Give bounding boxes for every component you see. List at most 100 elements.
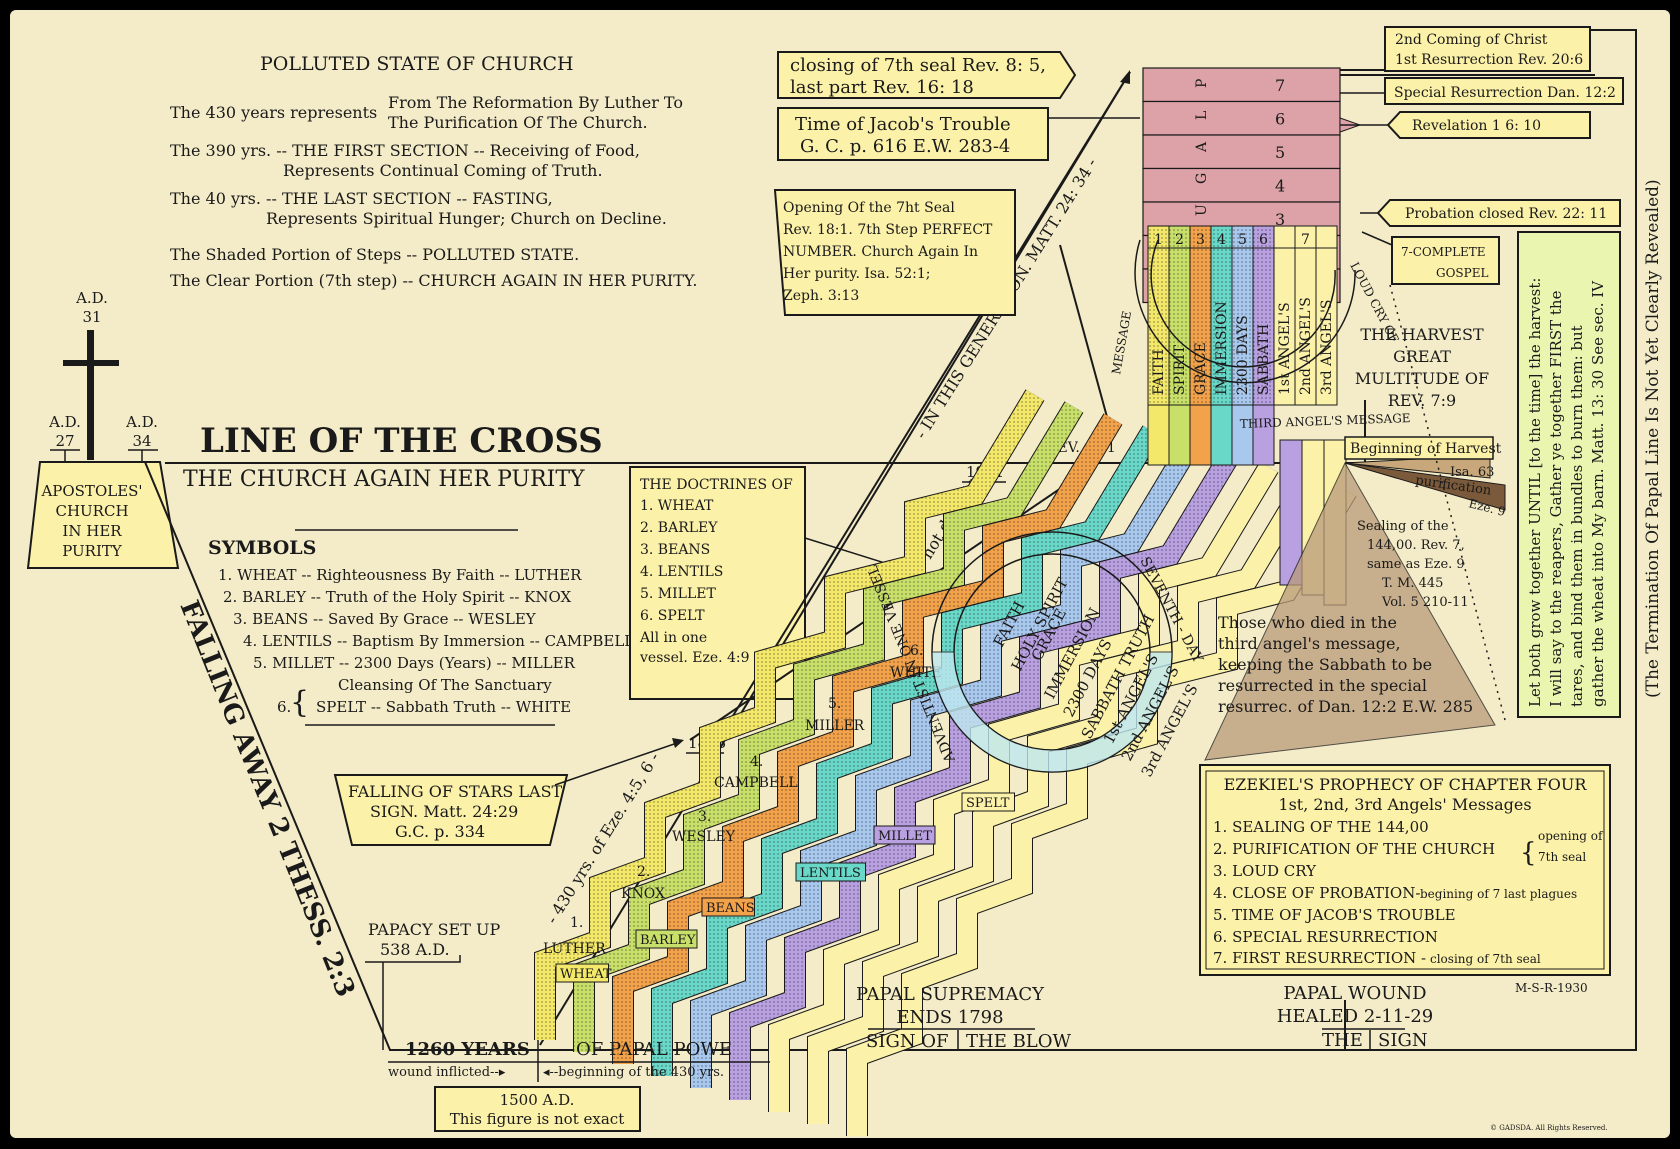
- polluted-line: The 390 yrs. -- THE FIRST SECTION -- Rec…: [170, 141, 640, 160]
- symbol-item: 5. MILLET -- 2300 Days (Years) -- MILLER: [253, 654, 576, 672]
- sealing-line: Sealing of the: [1357, 519, 1449, 534]
- doctrines-heading: THE DOCTRINES OF: [640, 477, 793, 493]
- plague-number: 6: [1275, 109, 1285, 128]
- opening-line: Opening Of the 7ht Seal: [783, 200, 955, 216]
- quote-line: Let both grow together UNTIL [to the tim…: [1526, 278, 1544, 707]
- closing-note: closing of 7th seal: [1430, 952, 1541, 966]
- column-label: 2nd ANGEL'S: [1298, 297, 1314, 395]
- line-of-cross: LINE OF THE CROSS THE CHURCH AGAIN HER P…: [165, 421, 1365, 492]
- not-exact: This figure is not exact: [450, 1110, 624, 1128]
- second-coming-box: 2nd Coming of Christ 1st Resurrection Re…: [1384, 26, 1591, 72]
- line-cross-title: LINE OF THE CROSS: [200, 421, 603, 461]
- step-labels: 1. LUTHER 2. KNOX 3. WESLEY 4. CAMPBELL …: [543, 643, 942, 957]
- plague-letter: P: [1194, 79, 1210, 88]
- the-label: THE: [1322, 1030, 1363, 1051]
- wound-inflicted: wound inflicted--▸: [388, 1065, 506, 1080]
- msr-label: M-S-R-1930: [1515, 981, 1588, 995]
- harvest-line: MULTITUDE OF: [1355, 369, 1489, 388]
- seal-line: last part Rev. 16: 18: [790, 77, 974, 98]
- stair-band: [847, 485, 1356, 1136]
- plague-number: 5: [1275, 143, 1285, 162]
- ezekiel-item: 2. PURIFICATION OF THE CHURCH: [1213, 840, 1495, 858]
- seven-complete-line: 7-COMPLETE: [1401, 245, 1486, 259]
- ezekiel-item: 5. TIME OF JACOB'S TROUBLE: [1213, 906, 1456, 924]
- ezekiel-item: 4. CLOSE OF PROBATION-: [1213, 884, 1420, 902]
- those-died-text: Those who died in the third angel's mess…: [1218, 613, 1473, 716]
- stair-label-bg: [795, 862, 866, 882]
- column-number: 1: [1154, 232, 1163, 248]
- column-extension: [1252, 404, 1275, 466]
- stair-label: BEANS: [706, 901, 755, 916]
- plague-letter: G: [1194, 173, 1210, 184]
- plague-number: 7: [1275, 76, 1285, 95]
- seal7-note: 7th seal: [1538, 850, 1586, 864]
- doctrine-line: vessel. Eze. 4:9: [639, 650, 750, 666]
- polluted-line: Represents Continual Coming of Truth.: [283, 161, 603, 180]
- seven-complete-box: 7-COMPLETE GOSPEL: [1361, 231, 1500, 285]
- third-angels-label: THIRD ANGEL'S MESSAGE: [1240, 411, 1411, 431]
- polluted-state-section: POLLUTED STATE OF CHURCH The 430 years r…: [170, 53, 698, 290]
- the-blow: THE BLOW: [966, 1031, 1072, 1052]
- stair-label-bg: [635, 929, 698, 949]
- column-number: 2: [1175, 232, 1184, 248]
- plague-letter: U: [1194, 204, 1210, 216]
- step-number: 4.: [750, 754, 763, 770]
- column-label: SABBATH: [1256, 324, 1272, 395]
- plague-row: [1142, 167, 1341, 203]
- doctrine-item: 5. MILLET: [640, 586, 716, 602]
- copyright: © GADSDA. All Rights Reserved.: [1490, 1124, 1608, 1132]
- ezekiel-item: 7. FIRST RESURRECTION -: [1213, 949, 1426, 967]
- stair-band-shading: [574, 401, 1083, 1052]
- probation-box: Probation closed Rev. 22: 11: [1360, 199, 1621, 227]
- column-extension: [1168, 404, 1191, 466]
- jacob-line: G. C. p. 616 E.W. 283-4: [800, 136, 1010, 157]
- apostles-line: CHURCH: [55, 502, 128, 520]
- shading: [1232, 226, 1253, 405]
- beginning-harvest: Beginning of Harvest: [1350, 441, 1502, 457]
- symbols-section: SYMBOLS 1. WHEAT -- Righteousness By Fai…: [208, 529, 634, 726]
- apostles-line: APOSTOLES': [40, 482, 142, 500]
- stair-label-bg: [873, 825, 936, 845]
- died-line: third angel's message,: [1218, 634, 1401, 653]
- special-res-line: Special Resurrection Dan. 12:2: [1394, 85, 1616, 101]
- column-extension: [1231, 404, 1254, 466]
- doctrine-item: 3. BEANS: [640, 542, 710, 558]
- ad31-label: A.D.: [75, 289, 108, 307]
- quote-line: tares, and bind them in bundles to burn …: [1568, 325, 1586, 707]
- beginning-430: ◂--beginning of the 430 yrs.: [543, 1065, 724, 1080]
- step-leader: CAMPBELL: [714, 775, 798, 791]
- polluted-line: The Purification Of The Church.: [388, 113, 648, 132]
- sealing-line: T. M. 445: [1382, 576, 1443, 591]
- column-extension: [1147, 404, 1170, 466]
- shading: [1190, 226, 1211, 405]
- brace-icon: {: [1520, 838, 1537, 868]
- harvest-text: THE HARVEST GREAT MULTITUDE OF REV. 7:9: [1355, 325, 1489, 410]
- died-line: resurrected in the special: [1218, 676, 1427, 695]
- ezekiel-title: EZEKIEL'S PROPHECY OF CHAPTER FOUR: [1224, 775, 1588, 794]
- column-label: 3rd ANGEL'S: [1319, 299, 1335, 395]
- quote-line: gather the wheat into My barn. Matt. 13:…: [1589, 280, 1607, 707]
- structure-lines: [144, 29, 1637, 1051]
- shading: [1253, 226, 1274, 405]
- doctrine-item: 6. SPELT: [640, 608, 705, 624]
- quote-line: I will say to the reapers, Gather ye tog…: [1547, 290, 1565, 707]
- sign-of: SIGN OF: [866, 1031, 949, 1052]
- sealing-line: 144,00. Rev. 7,: [1367, 538, 1465, 553]
- column-number: 3: [1196, 232, 1205, 248]
- jacob-line: Time of Jacob's Trouble: [795, 114, 1011, 135]
- apostles-line: PURITY: [62, 542, 123, 560]
- polluted-line: The 40 yrs. -- THE LAST SECTION -- FASTI…: [170, 189, 553, 208]
- papacy-section: PAPACY SET UP 538 A.D.: [365, 920, 500, 1050]
- column-label: 1st ANGEL'S: [1277, 302, 1293, 395]
- opening-line: Zeph. 3:13: [783, 288, 859, 304]
- symbol-item: 3. BEANS -- Saved By Grace -- WESLEY: [233, 610, 537, 628]
- jacob-trouble-box: Time of Jacob's Trouble G. C. p. 616 E.W…: [777, 107, 1140, 161]
- column-number: 7: [1301, 232, 1310, 248]
- harvest-quote-box: Let both grow together UNTIL [to the tim…: [1517, 231, 1621, 718]
- polluted-line: The Clear Portion (7th step) -- CHURCH A…: [170, 271, 698, 290]
- column-extension: [1189, 404, 1212, 466]
- papal-wound: PAPAL WOUND: [1283, 983, 1426, 1004]
- column-extension: [1210, 404, 1233, 466]
- special-res-box: Special Resurrection Dan. 12:2: [1340, 77, 1624, 105]
- harvest-line: THE HARVEST: [1360, 325, 1484, 344]
